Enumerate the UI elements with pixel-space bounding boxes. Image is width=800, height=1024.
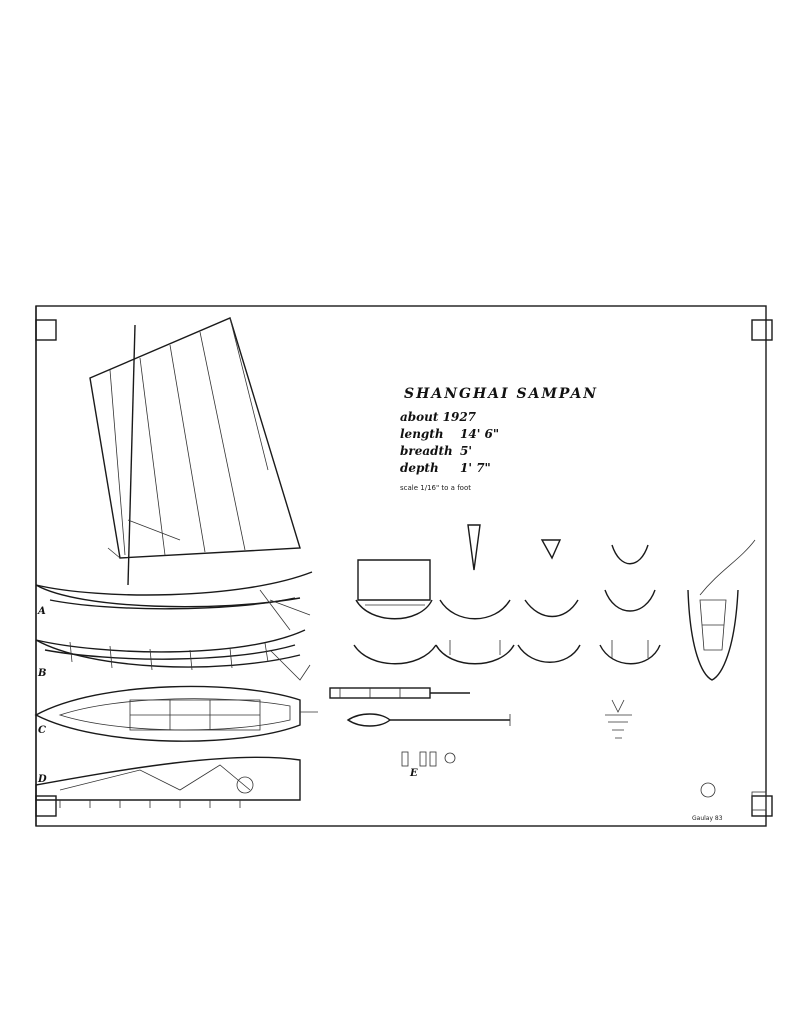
view-labels: A B C D E <box>37 606 418 785</box>
corner-mark-bottom-right <box>751 795 773 817</box>
bow-view <box>687 539 756 681</box>
section-row-2 <box>353 640 661 665</box>
paddle <box>346 713 511 727</box>
corner-mark-top-left <box>35 319 57 341</box>
view-label-e: E <box>409 768 418 779</box>
sweep-oar <box>329 687 470 699</box>
plan-date: about 1927 <box>400 410 477 424</box>
view-label-d: D <box>37 774 47 785</box>
breadth-label: breadth <box>400 444 453 458</box>
plan-title: SHANGHAI SAMPAN <box>404 386 598 402</box>
view-label-a: A <box>37 606 46 617</box>
length-label: length <box>400 427 444 441</box>
signature: Gaulay 83 <box>692 815 723 822</box>
sheet-border <box>35 305 773 827</box>
sail-plan-view <box>35 317 313 631</box>
fittings-detail <box>401 699 632 767</box>
corner-mark-bottom-left <box>35 795 57 817</box>
maker-stamp: Gaulay 83 <box>692 782 767 822</box>
breadth-value: 5' <box>460 444 472 458</box>
title-block: SHANGHAI SAMPAN about 1927 length 14' 6"… <box>400 386 598 492</box>
view-label-b: B <box>37 668 46 679</box>
profile-view-b <box>35 629 311 681</box>
bottom-view-d <box>35 756 301 808</box>
section-row-1 <box>355 524 656 620</box>
view-label-c: C <box>38 725 46 736</box>
depth-label: depth <box>400 461 439 475</box>
deck-plan-view-c <box>34 685 318 742</box>
depth-value: 1' 7" <box>460 461 491 475</box>
scale-note: scale 1/16" to a foot <box>400 484 471 492</box>
corner-mark-top-right <box>751 319 773 341</box>
length-value: 14' 6" <box>460 427 499 441</box>
